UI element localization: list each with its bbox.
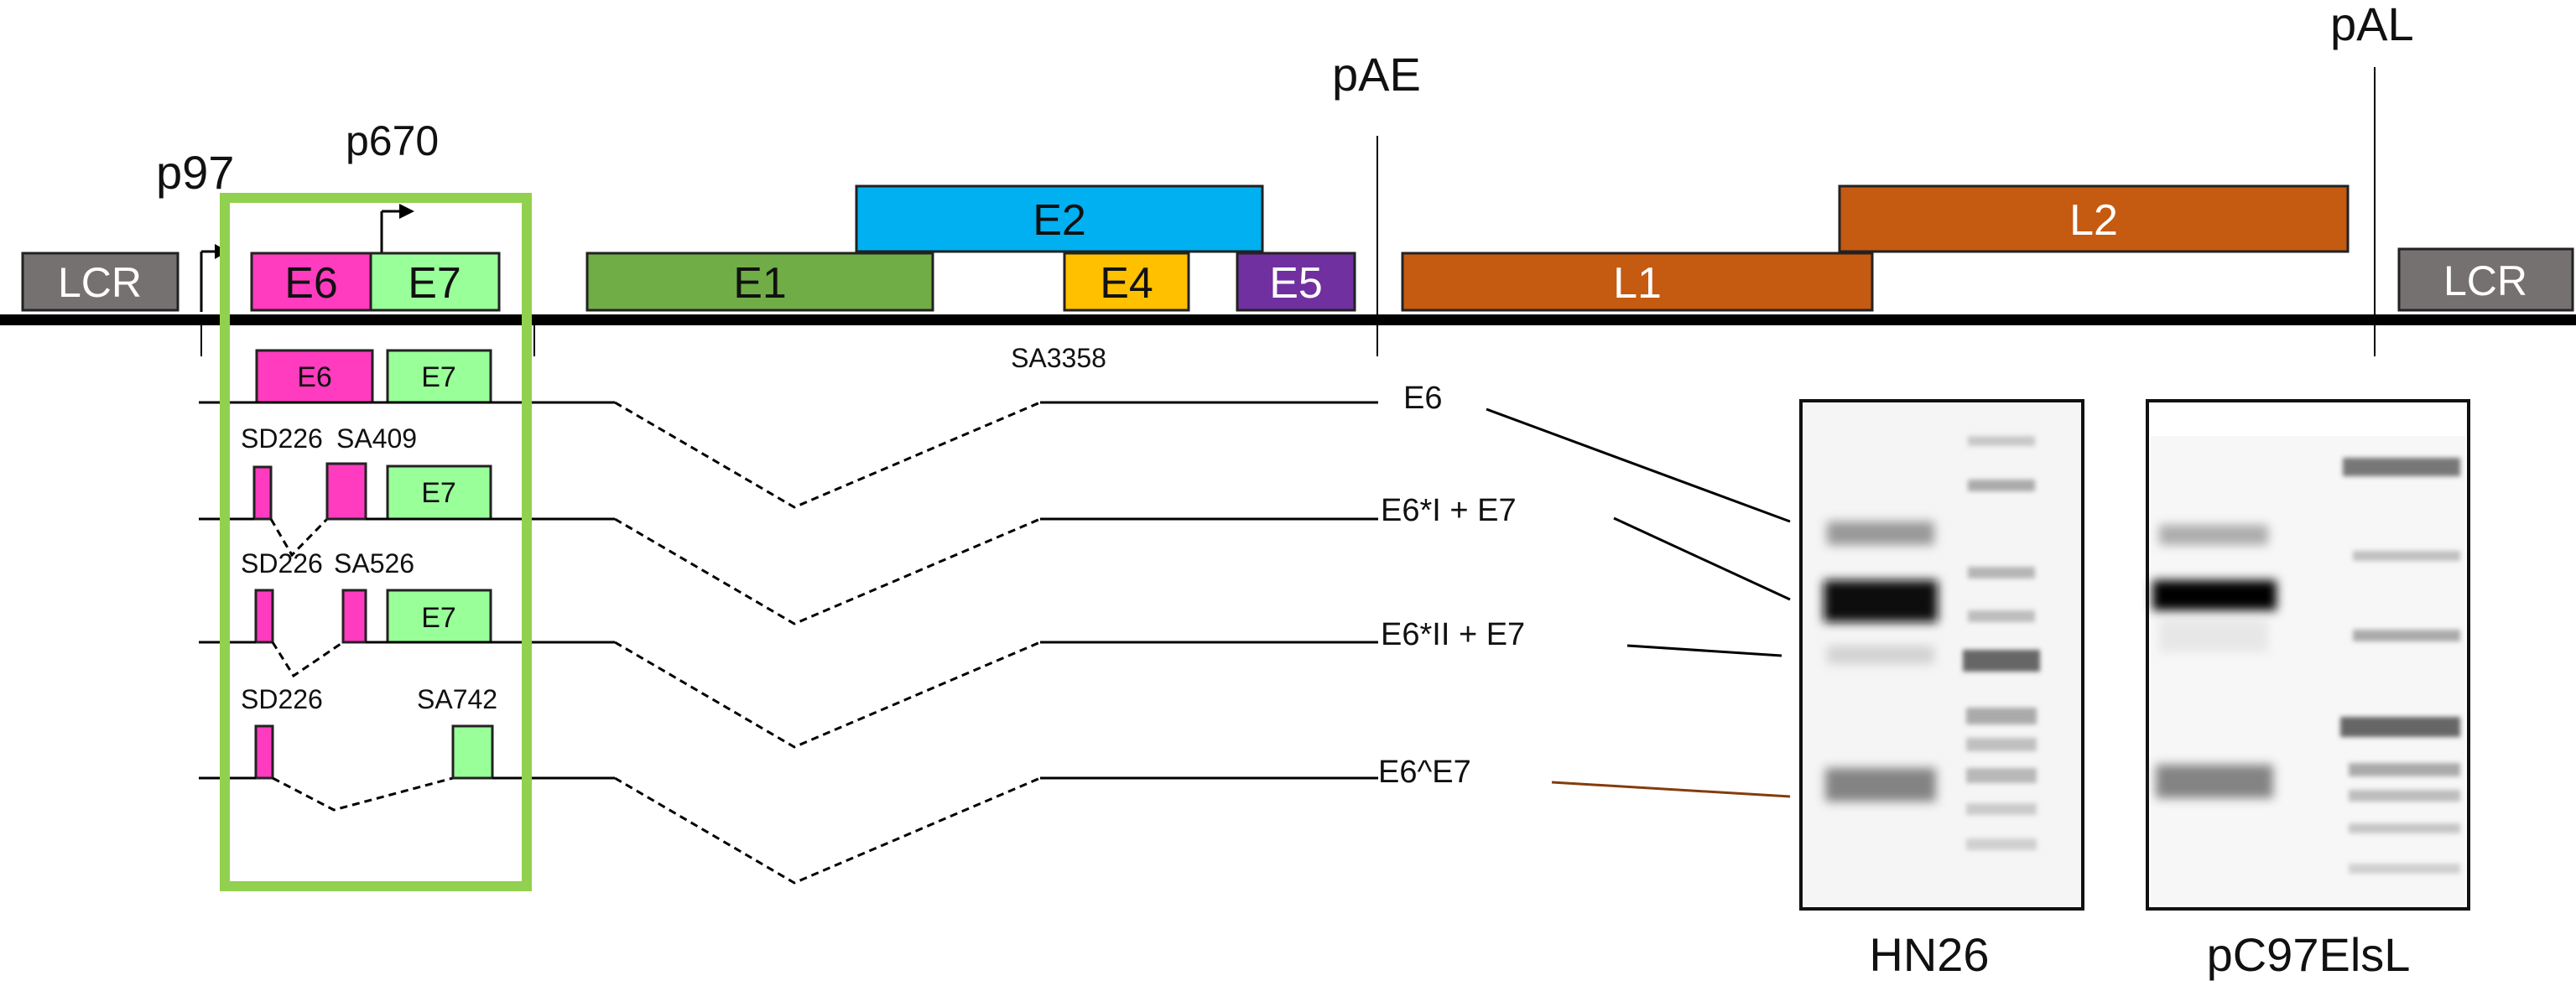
- gel-hn26: [1799, 399, 2084, 911]
- transcript2-sa-label: SA409: [336, 423, 417, 454]
- lcr-right-label: LCR: [2443, 257, 2527, 304]
- gel-left-name: HN26: [1869, 928, 1989, 981]
- e2-gene-label: E2: [1033, 196, 1086, 245]
- hn26-sample-lane: [1824, 522, 1938, 802]
- transcript1-e7-label: E7: [421, 361, 456, 393]
- l2-gene-block: L2: [1838, 184, 2350, 253]
- e1-gene-label: E1: [733, 259, 787, 308]
- transcript1-e6-label: E6: [297, 361, 332, 393]
- gel-right-name: pC97ElsL: [2207, 928, 2411, 981]
- p97-label: p97: [156, 146, 234, 199]
- transcript-e6star-ii: [199, 589, 1378, 749]
- transcript2-sd-label: SD226: [241, 423, 323, 454]
- pc97elsl-ladder-lane: [2340, 458, 2460, 874]
- connector-e6star-ii: [1626, 644, 1782, 657]
- transcript2-e7-label: E7: [421, 477, 456, 509]
- pae-label: pAE: [1332, 48, 1421, 101]
- transcript3-sa-label: SA526: [334, 548, 414, 579]
- connector-e6-e7: [1551, 781, 1791, 798]
- band-label-e6-e7: E6^E7: [1378, 755, 1471, 790]
- transcript-e6: [199, 349, 1378, 509]
- e6-gene-label: E6: [284, 259, 338, 308]
- transcript3-sd-label: SD226: [241, 548, 323, 579]
- e5-gene-label: E5: [1269, 259, 1323, 308]
- e4-gene-block: E4: [1063, 252, 1190, 312]
- p670-promoter-arrow: [380, 204, 414, 253]
- lcr-left-block: LCR: [21, 252, 180, 312]
- gel-pc97elsl: [2146, 399, 2470, 911]
- band-label-e6star-i: E6*I + E7: [1381, 493, 1517, 528]
- e4-gene-label: E4: [1100, 259, 1153, 308]
- genome-line: [0, 314, 2576, 325]
- lcr-right-block: LCR: [2397, 247, 2574, 312]
- pal-label: pAL: [2330, 0, 2414, 50]
- transcript4-sd-label: SD226: [241, 684, 323, 714]
- hn26-ladder-lane: [1963, 436, 2040, 850]
- e7-gene-label: E7: [408, 259, 461, 308]
- connector-e6star-i: [1613, 516, 1791, 601]
- transcript3-e7-label: E7: [421, 602, 456, 634]
- band-label-e6: E6: [1403, 381, 1442, 416]
- pc97elsl-sample-lane: [2152, 525, 2277, 798]
- transcript-e6star-i: [199, 462, 1378, 625]
- e5-gene-block: E5: [1236, 252, 1356, 312]
- e7-gene-block: E7: [369, 252, 501, 312]
- l2-gene-label: L2: [2069, 196, 2118, 245]
- l1-gene-block: L1: [1401, 252, 1874, 312]
- l1-gene-label: L1: [1613, 259, 1662, 308]
- p670-label: p670: [346, 117, 439, 164]
- band-label-e6star-ii: E6*II + E7: [1381, 617, 1525, 652]
- e6-e7-region-highlight-box: [220, 193, 532, 891]
- e1-gene-block: E1: [585, 252, 934, 312]
- e2-gene-block: E2: [855, 184, 1264, 253]
- e6-gene-block: E6: [250, 252, 372, 312]
- sa3358-label: SA3358: [1011, 343, 1106, 373]
- connector-e6: [1486, 407, 1791, 523]
- transcript4-sa-label: SA742: [417, 684, 497, 714]
- lcr-left-label: LCR: [58, 259, 142, 306]
- transcript-e6-e7: [199, 724, 1378, 885]
